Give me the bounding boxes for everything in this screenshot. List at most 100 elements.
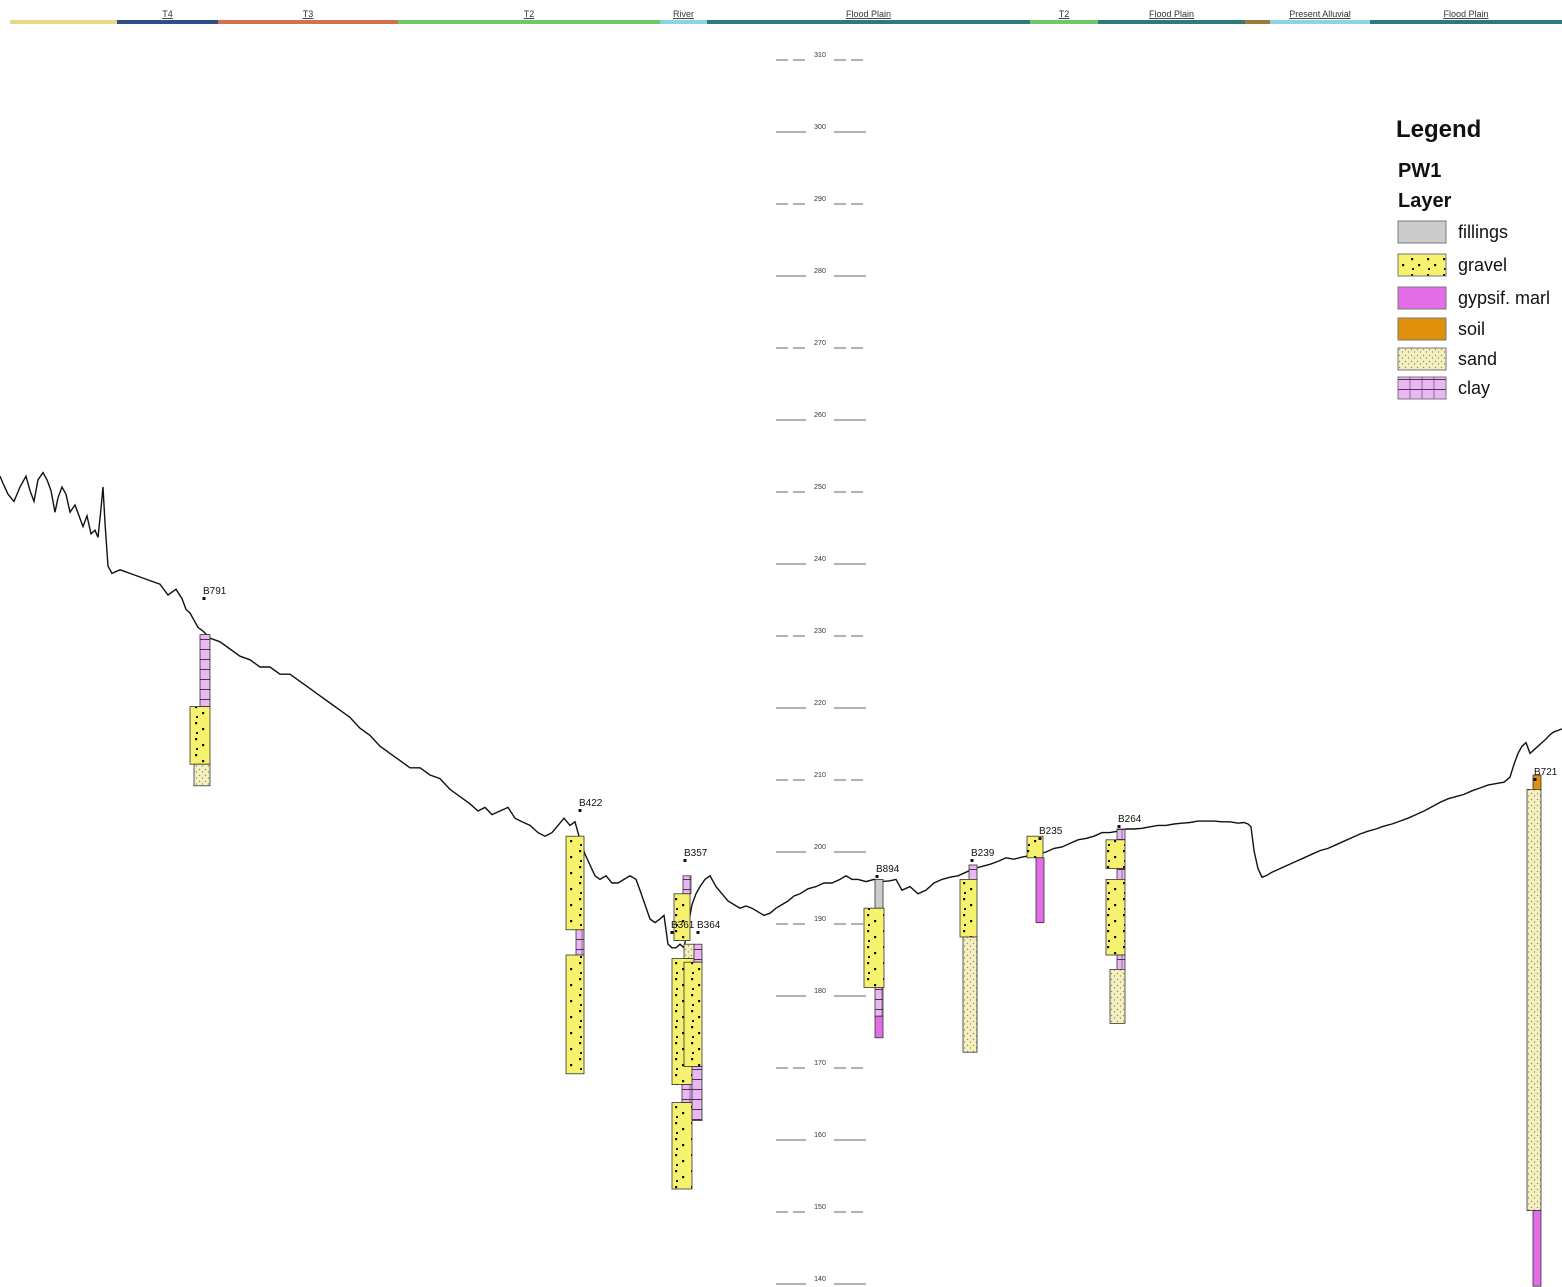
borehole-layer-gravel — [565, 835, 585, 931]
elevation-label: 300 — [814, 124, 826, 131]
legend-item-soil: soil — [1397, 317, 1485, 341]
borehole-layer-gravel — [189, 706, 211, 765]
borehole-layer-sand — [962, 936, 978, 1053]
borehole-layer-clay — [691, 1066, 703, 1121]
legend-item-sand: sand — [1397, 347, 1497, 371]
zone-segment — [1030, 20, 1098, 24]
elevation-label: 190 — [814, 916, 826, 923]
borehole-layer-gravel — [1105, 839, 1126, 869]
borehole-layer-gypsif-marl — [1532, 1210, 1542, 1287]
elevation-axis: 3103002902802702602502402302202102001901… — [776, 52, 866, 1285]
legend-label: clay — [1458, 378, 1490, 398]
borehole-label: B235 — [1039, 826, 1063, 837]
borehole-b894: B894 — [863, 864, 900, 1039]
borehole-layer-gravel — [683, 961, 703, 1068]
borehole-label: B264 — [1118, 814, 1142, 825]
legend-group-label: Layer — [1398, 190, 1452, 212]
borehole-collar-marker — [696, 931, 700, 934]
borehole-layer-clay — [199, 634, 211, 707]
borehole-layer-clay — [1116, 828, 1126, 841]
borehole-collar-marker — [1533, 778, 1537, 781]
borehole-b264: B264 — [1105, 814, 1142, 1024]
legend-label: gypsif. marl — [1458, 288, 1550, 308]
borehole-collar-marker — [683, 859, 687, 862]
elevation-label: 160 — [814, 1132, 826, 1139]
elevation-label: 310 — [814, 52, 826, 59]
borehole-layer-gravel — [863, 907, 885, 988]
borehole-layer-sand — [193, 763, 211, 787]
elevation-label: 280 — [814, 268, 826, 275]
borehole-label: B791 — [203, 586, 227, 597]
elevation-label: 270 — [814, 340, 826, 347]
legend-swatch — [1397, 286, 1447, 310]
zone-label: Flood Plain — [1149, 9, 1194, 19]
zone-segment — [1245, 20, 1270, 24]
borehole-b357: B357 — [673, 848, 708, 941]
borehole-layer-clay — [682, 875, 692, 895]
legend-swatch — [1397, 220, 1447, 244]
borehole-b791: B791 — [189, 586, 227, 787]
elevation-label: 240 — [814, 556, 826, 563]
legend-label: soil — [1458, 319, 1485, 339]
borehole-layer-gravel — [671, 1102, 693, 1190]
zone-segment — [707, 20, 1030, 24]
borehole-layer-sand — [683, 943, 695, 960]
borehole-layer-sand — [1526, 789, 1542, 1212]
borehole-collar-marker — [202, 597, 206, 600]
borehole-layer-clay — [874, 987, 884, 1017]
borehole-layer-gravel — [673, 893, 691, 941]
legend-swatch — [1397, 317, 1447, 341]
elevation-label: 250 — [814, 484, 826, 491]
borehole-layer-gravel — [1105, 879, 1126, 956]
borehole-layer-fillings — [874, 879, 884, 909]
zone-label: T3 — [303, 9, 314, 19]
elevation-label: 220 — [814, 700, 826, 707]
borehole-collar-marker — [875, 875, 879, 878]
elevation-label: 170 — [814, 1060, 826, 1067]
legend-label: sand — [1458, 349, 1497, 369]
borehole-collar-marker — [970, 859, 974, 862]
elevation-label: 150 — [814, 1204, 826, 1211]
legend-item-clay: clay — [1397, 376, 1490, 400]
zone-segment — [1370, 20, 1562, 24]
borehole-layer-clay — [693, 943, 703, 963]
borehole-layer-sand — [1109, 969, 1126, 1024]
borehole-layer-gravel — [1026, 835, 1044, 859]
borehole-label: B239 — [971, 848, 995, 859]
borehole-layer-clay — [968, 864, 978, 880]
zone-segment — [660, 20, 707, 24]
borehole-layer-gypsif-marl — [1035, 857, 1045, 923]
legend-label: gravel — [1458, 255, 1507, 275]
legend-item-gravel: gravel — [1397, 253, 1507, 277]
zone-label: Flood Plain — [846, 9, 891, 19]
borehole-label: B357 — [684, 848, 708, 859]
legend-label: fillings — [1458, 222, 1508, 242]
borehole-b721: B721 — [1526, 767, 1558, 1287]
elevation-label: 230 — [814, 628, 826, 635]
elevation-label: 140 — [814, 1276, 826, 1283]
borehole-layer-clay — [1116, 868, 1126, 880]
borehole-label: B364 — [697, 920, 721, 931]
zone-label: River — [673, 9, 694, 19]
borehole-collar-marker — [1038, 837, 1042, 840]
zone-label: Present Alluvial — [1289, 9, 1351, 19]
zone-segment — [398, 20, 660, 24]
zone-label: T4 — [162, 9, 173, 19]
zone-segment — [1098, 20, 1245, 24]
zone-segment — [10, 20, 117, 24]
zone-segment — [218, 20, 398, 24]
borehole-b235: B235 — [1026, 826, 1063, 923]
elevation-label: 200 — [814, 844, 826, 851]
borehole-layer-gypsif-marl — [874, 1015, 884, 1039]
borehole-label: B361 — [671, 920, 695, 931]
borehole-collar-marker — [1117, 825, 1121, 828]
borehole-layer-clay — [575, 929, 585, 956]
borehole-collar-marker — [670, 931, 674, 934]
legend-swatch — [1397, 347, 1447, 371]
borehole-layer-gravel — [959, 879, 978, 938]
borehole-b239: B239 — [959, 848, 995, 1053]
borehole-layer-gravel — [565, 954, 585, 1075]
